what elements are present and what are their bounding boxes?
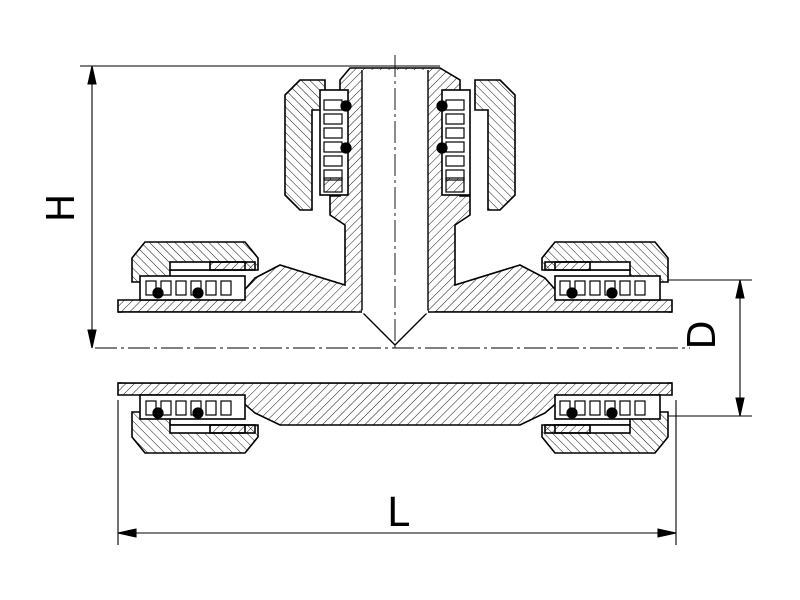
h-arrow-bottom (87, 329, 97, 349)
o-ring-left-upper (152, 287, 164, 299)
ferrule-top-right (445, 177, 465, 193)
seal-tooth-right-upper (589, 280, 601, 296)
seal-tooth-right-lower (619, 400, 631, 416)
o-ring-top-left (340, 100, 352, 112)
l-arrow-left (117, 528, 137, 538)
seal-ring-details (145, 99, 646, 419)
seal-tooth-left-lower (205, 400, 217, 416)
seal-tooth-right-upper (619, 280, 631, 296)
seal-tooth-left-lower (220, 400, 232, 416)
seal-tooth-left-lower (175, 400, 187, 416)
o-ring-right-upper (606, 287, 618, 299)
center-lines (95, 55, 690, 350)
seal-tooth-left-upper (160, 280, 172, 296)
d-arrow-bottom (735, 397, 745, 417)
o-ring-left-lower (192, 407, 204, 419)
seal-tooth-top-right (445, 141, 465, 153)
dimension-lines (80, 65, 752, 545)
o-ring-left-upper (192, 287, 204, 299)
seal-tooth-right-upper (634, 280, 646, 296)
diameter-label: D (680, 320, 724, 349)
seal-tooth-left-upper (220, 280, 232, 296)
seal-tooth-left-upper (205, 280, 217, 296)
seal-tooth-top-right (445, 155, 465, 167)
seal-tooth-top-left (323, 141, 343, 153)
o-ring-left-lower (152, 407, 164, 419)
o-ring-right-upper (566, 287, 578, 299)
o-ring-right-lower (566, 407, 578, 419)
top-nut-right (474, 79, 516, 211)
l-arrow-right (657, 528, 677, 538)
seal-tooth-top-left (323, 113, 343, 125)
seal-tooth-left-upper (175, 280, 187, 296)
o-ring-top-right (436, 142, 448, 154)
seal-tooth-right-lower (589, 400, 601, 416)
o-ring-right-lower (606, 407, 618, 419)
top-union-nut (284, 79, 516, 211)
seal-tooth-top-left (323, 127, 343, 139)
seal-tooth-right-upper (574, 280, 586, 296)
height-label: H (39, 194, 83, 223)
o-ring-top-left (340, 142, 352, 154)
top-nut-left (284, 79, 326, 211)
seal-tooth-top-right (445, 127, 465, 139)
length-label: L (387, 490, 410, 536)
seal-tooth-top-left (323, 99, 343, 111)
h-arrow-top (87, 65, 97, 85)
seal-tooth-top-right (445, 99, 465, 111)
seal-tooth-left-lower (160, 400, 172, 416)
seal-tooth-top-right (445, 113, 465, 125)
o-ring-top-right (436, 100, 448, 112)
ferrule-top-left (323, 177, 343, 193)
seal-tooth-right-lower (574, 400, 586, 416)
seal-tooth-right-lower (634, 400, 646, 416)
d-arrow-top (735, 279, 745, 299)
seal-tooth-top-left (323, 155, 343, 167)
